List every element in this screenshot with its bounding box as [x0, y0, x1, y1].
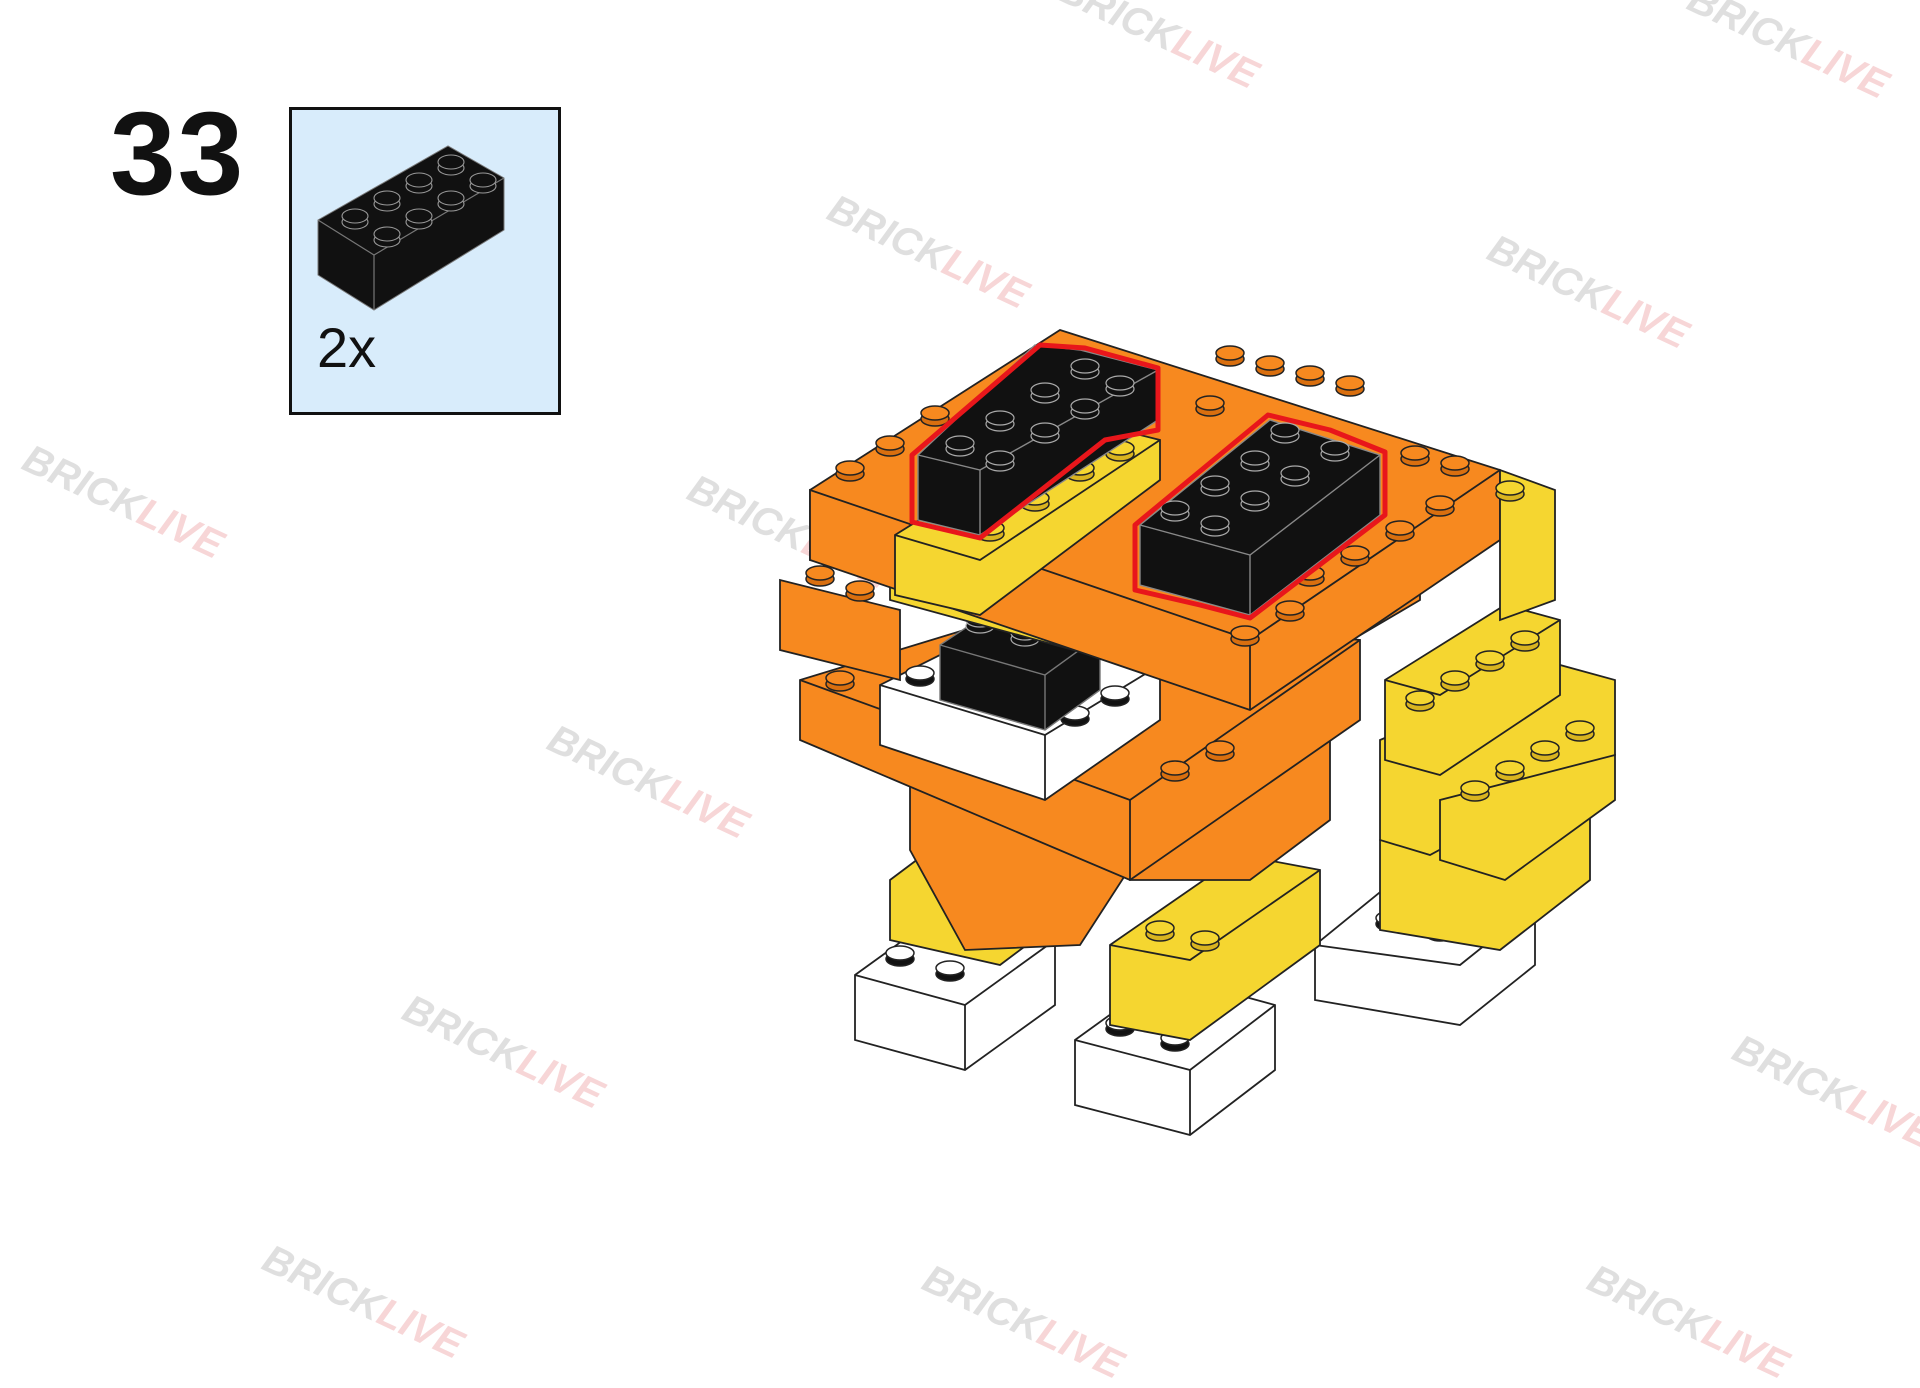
model-illustration: [779, 329, 1616, 1136]
step-number: 33: [110, 88, 246, 220]
highlight-outline-1: [909, 342, 1161, 541]
part-quantity: 2x: [317, 316, 377, 379]
black-brick-2x4-icon: [317, 145, 505, 311]
new-black-brick-2: [1139, 419, 1381, 616]
parts-callout: 2x: [289, 107, 561, 415]
highlight-outline-2: [1132, 412, 1388, 621]
